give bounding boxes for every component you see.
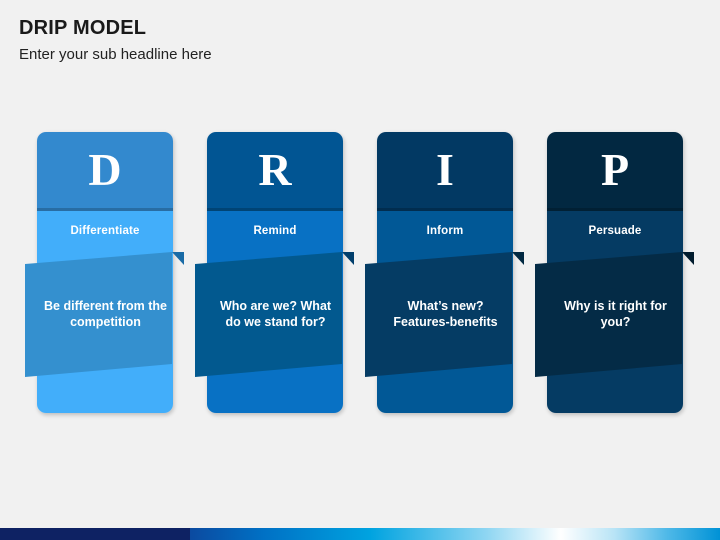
pillar-description: What’s new? Features-benefits [393,298,498,330]
pillar-description: Why is it right for you? [564,298,667,330]
pillar-ribbon: Who are we? What do we stand for? [195,252,354,377]
pillar-label: Differentiate [70,225,140,237]
pillar-description: Be different from the competition [44,298,167,330]
ribbon-banner: What’s new? Features-benefits [365,252,512,377]
pillar-header [377,132,513,211]
ribbon-banner: Why is it right for you? [535,252,682,377]
pillar-differentiate[interactable]: D Differentiate Be different from the co… [25,132,184,413]
ribbon-banner: Who are we? What do we stand for? [195,252,342,377]
ribbon-fold-icon [342,252,354,265]
bottom-decorative-bar [0,528,720,540]
pillar-ribbon: Be different from the competition [25,252,184,377]
pillar-ribbon: What’s new? Features-benefits [365,252,524,377]
pillar-persuade[interactable]: P Persuade Why is it right for you? [535,132,694,413]
slide-header: DRIP MODEL Enter your sub headline here [19,15,212,65]
ribbon-fold-icon [172,252,184,265]
pillar-card: D Differentiate [37,132,173,413]
pillar-header [207,132,343,211]
pillar-header [37,132,173,211]
pillar-label: Remind [253,225,297,237]
pillar-header [547,132,683,211]
pillar-label: Inform [426,225,464,237]
pillar-letter: D [88,143,122,195]
pillar-ribbon: Why is it right for you? [535,252,694,377]
page-subtitle: Enter your sub headline here [19,46,212,63]
pillar-letter: P [600,143,630,195]
pillar-description: Who are we? What do we stand for? [219,298,332,330]
ribbon-fold-icon [682,252,694,265]
pillar-inform[interactable]: I Inform What’s new? Features-benefits [365,132,524,413]
pillar-letter: R [258,143,292,195]
pillar-letter: I [436,143,454,195]
ribbon-fold-icon [512,252,524,265]
bottom-bar-navy-segment [0,528,190,540]
pillar-label: Persuade [588,225,642,237]
ribbon-banner: Be different from the competition [25,252,172,377]
bottom-bar-gradient-segment [190,528,720,540]
page-title: DRIP MODEL [19,17,147,39]
pillar-remind[interactable]: R Remind Who are we? What do we stand fo… [195,132,354,413]
